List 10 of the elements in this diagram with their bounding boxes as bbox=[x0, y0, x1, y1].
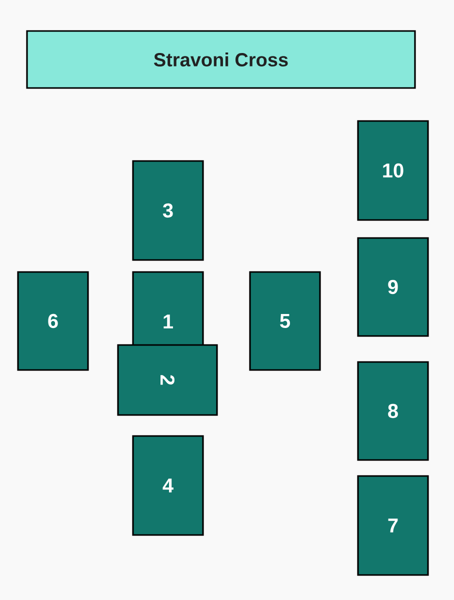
card: 5 bbox=[249, 271, 321, 371]
card: 2 bbox=[117, 344, 218, 416]
card: 4 bbox=[132, 435, 204, 536]
title-banner: Stravoni Cross bbox=[26, 30, 416, 89]
card: 6 bbox=[17, 271, 89, 371]
card: 10 bbox=[357, 120, 429, 221]
card: 7 bbox=[357, 475, 429, 576]
card: 3 bbox=[132, 160, 204, 261]
card: 8 bbox=[357, 361, 429, 461]
card: 9 bbox=[357, 237, 429, 337]
